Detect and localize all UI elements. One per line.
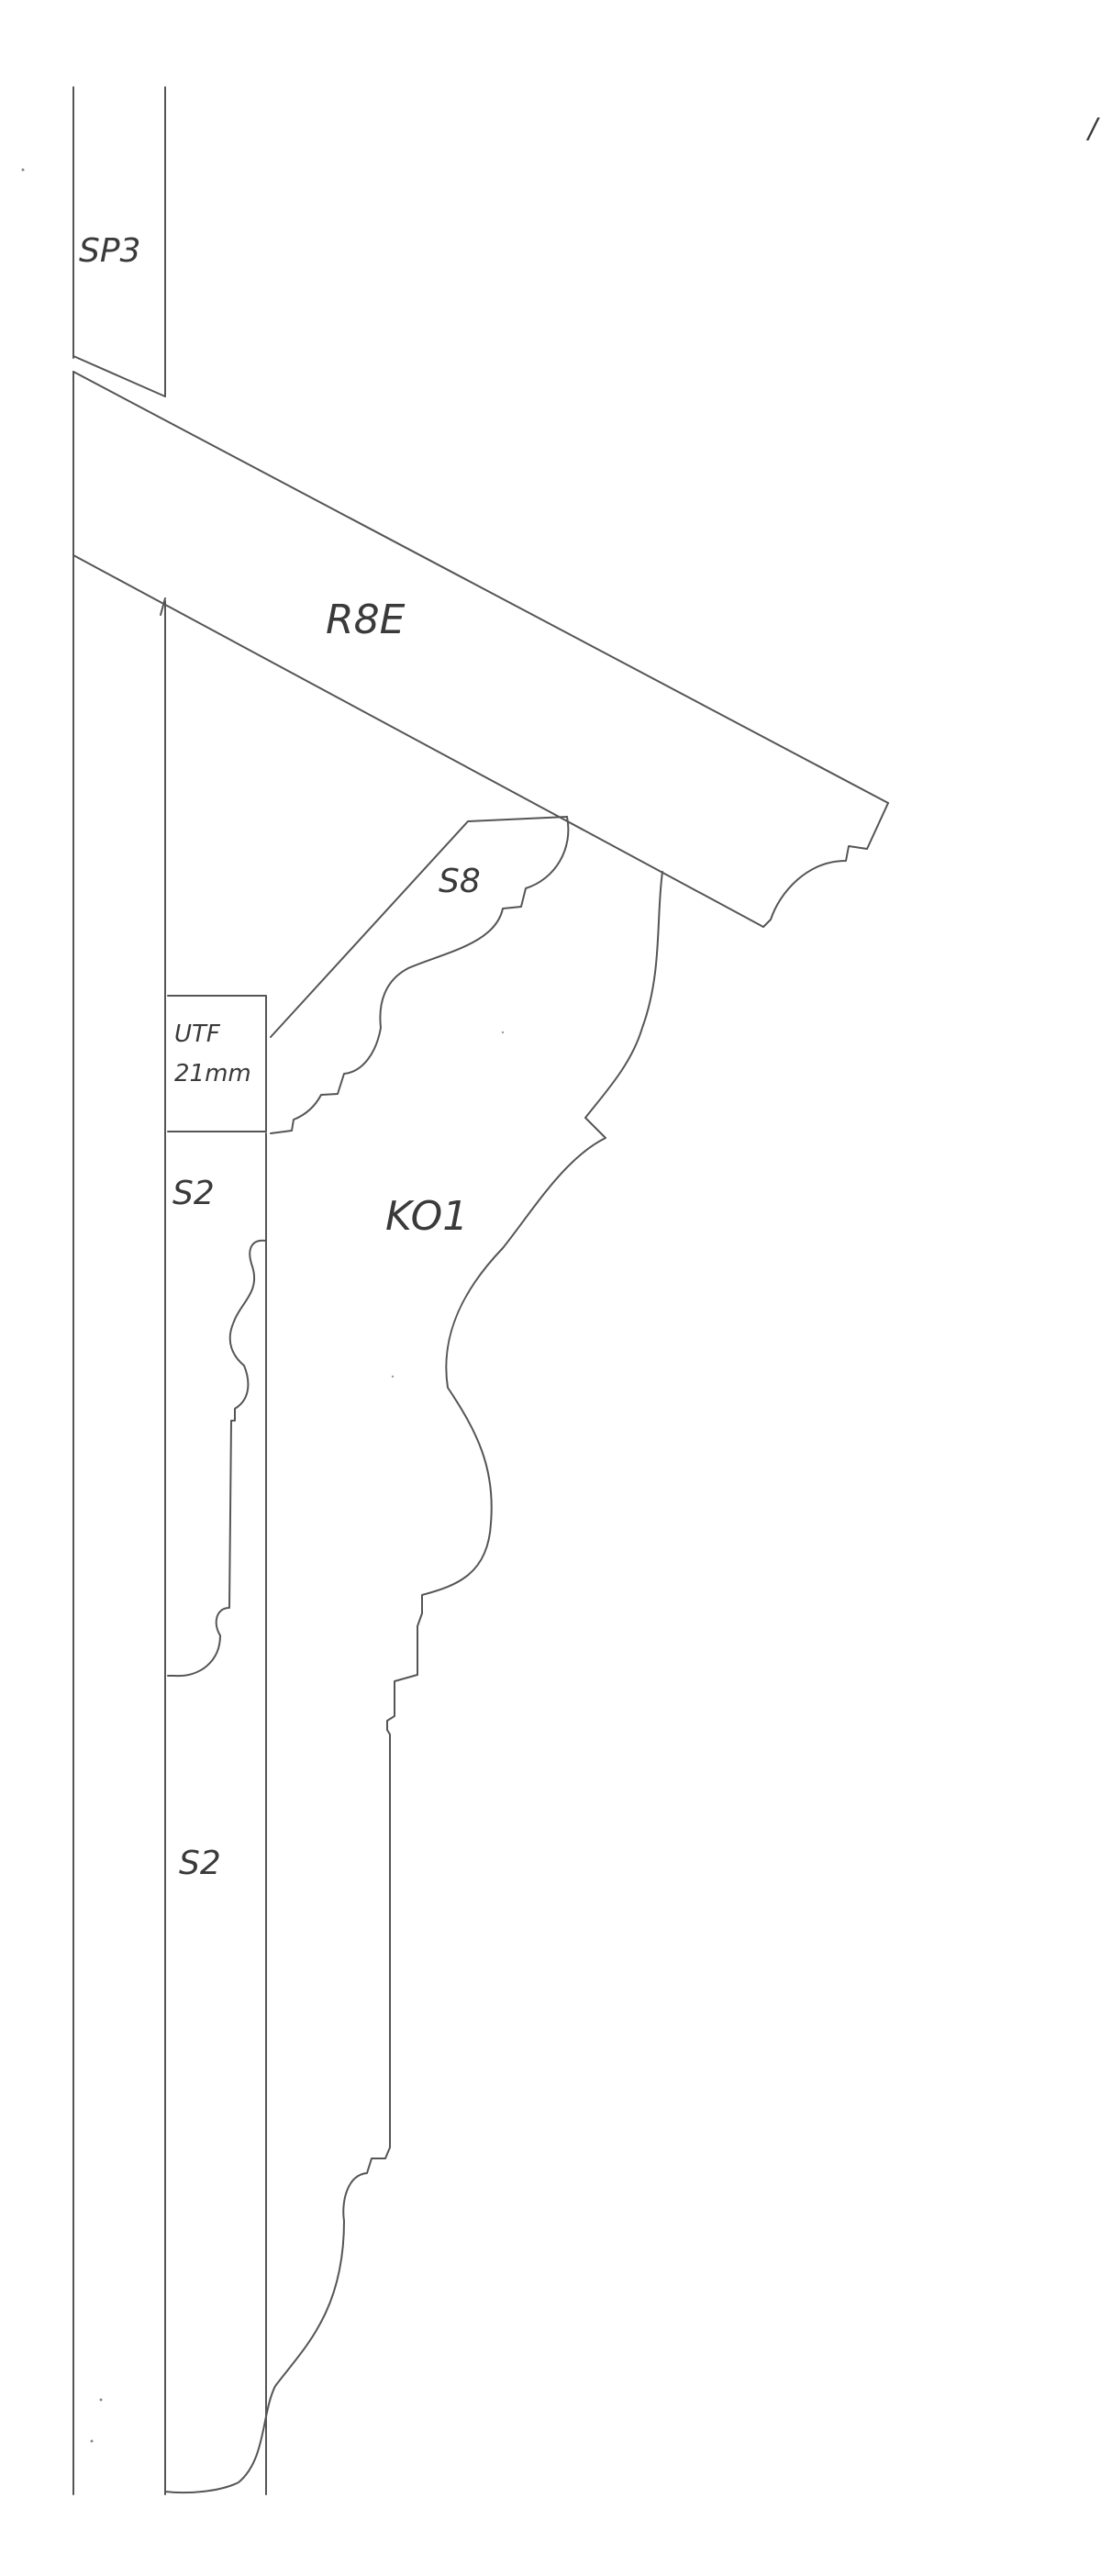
corner-mark: / bbox=[1085, 113, 1100, 145]
brace-outline bbox=[270, 816, 570, 1134]
top-post-label: SP3 bbox=[79, 232, 140, 270]
upper-strip-outline bbox=[167, 1132, 267, 2495]
rafter-label: R8E bbox=[326, 597, 406, 643]
rafter-outline bbox=[72, 371, 889, 928]
lower-strip-label: S2 bbox=[179, 1845, 221, 1882]
brace-label: S8 bbox=[439, 863, 481, 900]
bracket-outline bbox=[164, 871, 663, 2494]
scan-speckles bbox=[21, 168, 505, 2443]
upper-strip-label: S2 bbox=[172, 1175, 215, 1212]
bracket-label: KO1 bbox=[385, 1193, 468, 1240]
wall-outline bbox=[72, 371, 166, 2495]
spacer-label-line2: 21mm bbox=[174, 1060, 251, 1087]
spacer-outline bbox=[167, 995, 267, 1132]
spacer-label-line1: UTF bbox=[174, 1020, 221, 1048]
top-post-outline bbox=[72, 86, 166, 397]
